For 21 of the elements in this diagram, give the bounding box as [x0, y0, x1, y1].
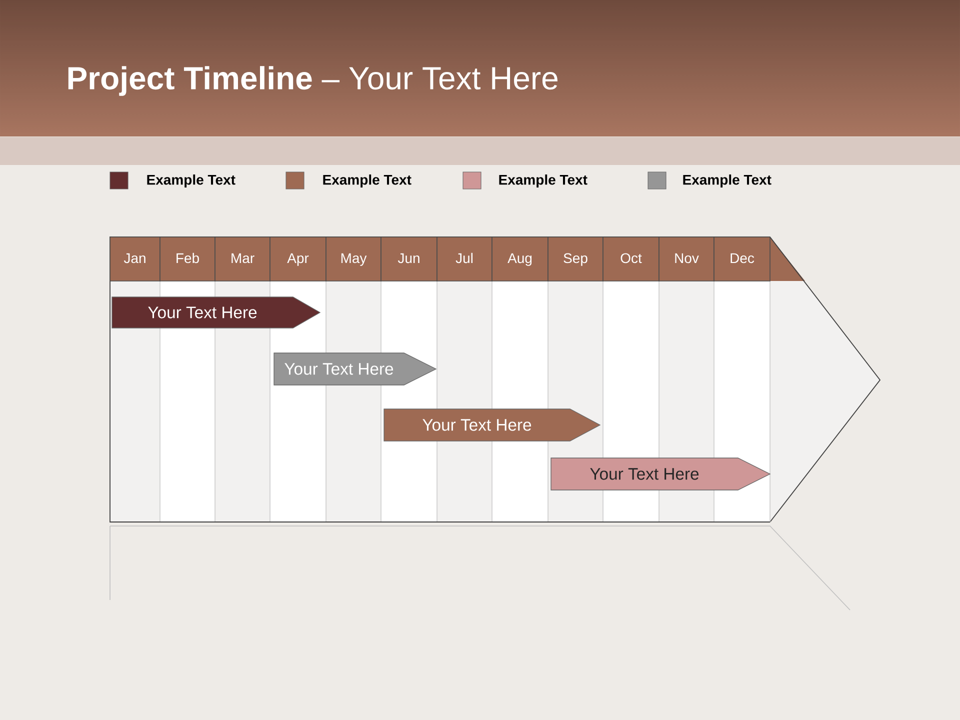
month-cell: Nov: [658, 236, 714, 282]
arrow-bar: Your Text Here: [550, 458, 771, 490]
arrow-bar: Your Text Here: [112, 296, 321, 328]
arrow-bar: Your Text Here: [274, 352, 437, 386]
month-cell: Apr: [270, 236, 326, 282]
arrow-bar: Your Text Here: [384, 408, 601, 442]
month-cell: Jun: [380, 236, 438, 282]
month-cell: Jul: [436, 236, 492, 282]
month-cell: Sep: [548, 236, 604, 282]
month-cell: Oct: [602, 236, 660, 282]
legend-text: Example Text: [499, 174, 588, 188]
legend-text: Example Text: [683, 174, 772, 188]
legend-text: Example Text: [147, 174, 236, 188]
month-cell: Jan: [110, 236, 160, 282]
month-cell: Feb: [160, 236, 216, 282]
month-cell: Mar: [214, 236, 270, 282]
month-cell: May: [326, 236, 382, 282]
month-cell: Dec: [714, 236, 770, 282]
title: Project Timeline – Your Text Here: [68, 66, 558, 96]
month-cell: Aug: [492, 236, 548, 282]
legend-text: Example Text: [323, 174, 412, 188]
